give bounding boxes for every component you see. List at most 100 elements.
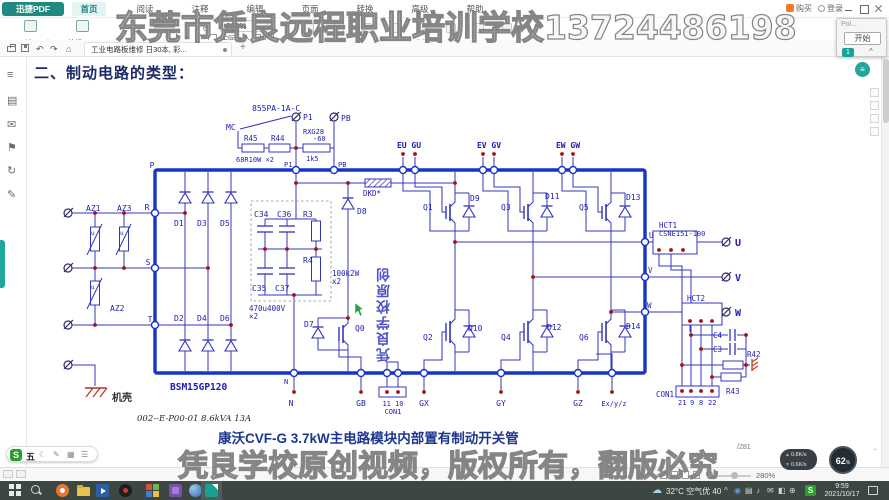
clock[interactable]: 9:59 2021/10/17 [822, 483, 862, 499]
weather-cloud-icon[interactable]: ☁ [652, 485, 662, 496]
ime-board-icon[interactable]: ▦ [67, 450, 75, 459]
taskbar-app-player[interactable] [119, 484, 132, 497]
date-label: 2021/10/17 [824, 491, 860, 498]
taskbar-app-globe[interactable] [189, 484, 202, 497]
tray-expand-icon[interactable]: ^ [724, 486, 728, 495]
snapshot-icon [390, 23, 400, 33]
account-area: 购买 登录 [786, 3, 843, 14]
tab-modified-dot-icon[interactable] [223, 48, 227, 52]
menu-tab-page[interactable]: 页面 [301, 4, 319, 14]
feedback-float-button[interactable]: ≡ [855, 62, 870, 77]
buy-link[interactable]: 购买 [796, 4, 812, 13]
zoom-out-icon[interactable]: ⊖ [202, 22, 212, 34]
view-facing-icon[interactable] [682, 471, 689, 479]
edit-pdf-icon [75, 20, 89, 32]
menu-tab-help[interactable]: 帮助 [466, 4, 484, 14]
menu-tab-convert[interactable]: 转换 [356, 4, 374, 14]
tray-icon-4[interactable]: ✉ [767, 486, 774, 495]
taskbar-app-video[interactable] [96, 484, 109, 497]
vertical-scrollbar[interactable] [881, 57, 889, 467]
side-mini-icon-2[interactable] [870, 101, 879, 110]
window-controls [843, 4, 887, 14]
tray-icon-1[interactable]: ◉ [734, 486, 741, 495]
document-page[interactable] [28, 57, 881, 467]
upload-speed: 0.8K/s [785, 450, 817, 460]
ime-pen-icon[interactable]: ✎ [53, 450, 60, 459]
close-icon[interactable] [873, 4, 885, 14]
view-continuous-icon[interactable] [671, 471, 678, 479]
taskbar-app-pdf-editor[interactable] [205, 484, 218, 497]
fit-actual-label[interactable]: 实际大小 [221, 34, 249, 44]
widget-collapse-icon[interactable]: ^ [869, 47, 873, 56]
bookmark-icon[interactable]: ⚑ [7, 142, 17, 154]
find-icon [502, 23, 512, 33]
tray-icon-2[interactable]: ▤ [745, 486, 753, 495]
tray-icon-5[interactable]: ◧ [778, 486, 786, 495]
comments-icon[interactable]: ✉ [7, 119, 17, 131]
taskbar-search-icon[interactable] [30, 484, 43, 497]
taskbar-app-browser360[interactable] [56, 484, 69, 497]
memory-float-ball[interactable]: 62% [829, 446, 857, 474]
buy-icon [786, 4, 794, 12]
login-link[interactable]: 登录 [827, 4, 843, 13]
menu-tab-annotate[interactable]: 注释 [191, 4, 209, 14]
view-book-icon[interactable] [693, 471, 700, 479]
minimize-icon[interactable] [843, 4, 855, 14]
app-logo[interactable]: 迅捷PDF [2, 2, 64, 16]
weather-info[interactable]: 32°C 空气优 40 [666, 487, 722, 496]
side-mini-icon-3[interactable] [870, 114, 879, 123]
menu-tab-edit[interactable]: 编辑 [246, 4, 264, 14]
history-icon[interactable]: ↻ [7, 165, 17, 177]
tray-sogou-icon[interactable]: S [805, 485, 816, 496]
side-mini-icon-1[interactable] [870, 88, 879, 97]
menu-tab-home[interactable]: 首页 [72, 2, 106, 16]
taskbar: ☁ 32°C 空气优 40 ^ ◉ ▤ ♪ ✉ ◧ ⊕ S 9:59 2021/… [0, 481, 889, 500]
taskbar-app-photos[interactable] [146, 484, 159, 497]
read-aloud-icon [446, 23, 456, 33]
statusbar-zoom-value: 280% [756, 471, 776, 480]
taskbar-app-explorer[interactable] [77, 484, 90, 497]
document-tab-label: 工业电路板维修 日30本, 彩... [91, 45, 187, 54]
ime-mode-label[interactable]: 五 [26, 452, 36, 462]
sogou-logo-icon[interactable]: S [10, 449, 22, 461]
tray-icon-3[interactable]: ♪ [756, 486, 760, 495]
taskbar-app-purple[interactable] [169, 484, 182, 497]
panel-handle[interactable] [0, 240, 5, 288]
ocr-icon [418, 23, 428, 33]
scrollbar-thumb[interactable] [883, 59, 889, 123]
undo-icon[interactable]: ↶ [36, 44, 44, 54]
maximize-icon[interactable] [858, 4, 870, 14]
net-speed-bubble[interactable]: 0.8K/s 0.6K/s [780, 449, 817, 470]
tray-icon-6[interactable]: ⊕ [789, 486, 796, 495]
bubble-chevron-icon[interactable]: ˇ [874, 448, 877, 457]
statusbar-zoom-out-icon[interactable]: ⊖ [705, 469, 714, 480]
ime-moon-icon[interactable]: ☾ [39, 450, 47, 459]
login-icon [818, 5, 825, 12]
mini-toggle-left[interactable] [3, 470, 13, 478]
home-icon[interactable]: ⌂ [66, 44, 72, 54]
signature-icon[interactable]: ✎ [7, 189, 17, 201]
ime-menu-icon[interactable]: ☰ [81, 450, 89, 459]
start-button[interactable] [9, 484, 22, 497]
floating-widget[interactable]: Pol... 开始 1 ^ [836, 18, 887, 57]
outline-icon[interactable]: ≡ [7, 69, 14, 81]
menu-tab-read[interactable]: 阅读 [136, 4, 154, 14]
notification-icon[interactable] [868, 486, 878, 495]
thumbnails-icon[interactable]: ▤ [7, 95, 18, 107]
print-icon[interactable] [7, 44, 16, 52]
menu-tab-advanced[interactable]: 高级 [411, 4, 429, 14]
ime-bar[interactable]: S 五 ☾ ✎ ▦ ☰ [6, 446, 98, 462]
zoom-select[interactable]: 280% [220, 20, 268, 32]
start-recording-button[interactable]: 开始 [844, 32, 881, 45]
watermark-stamp: 凭良学校原创 [376, 266, 392, 362]
new-tab-icon[interactable]: + [240, 42, 246, 53]
page-title: 二、制动电路的类型： [34, 65, 195, 82]
view-single-icon[interactable] [660, 471, 667, 479]
download-speed: 0.6K/s [785, 460, 817, 470]
zoom-slider-knob[interactable] [731, 472, 738, 479]
side-mini-icon-4[interactable] [870, 127, 879, 136]
redo-icon[interactable]: ↷ [50, 44, 58, 54]
save-icon[interactable] [21, 44, 29, 52]
document-tab[interactable]: 工业电路板维修 日30本, 彩... [84, 42, 232, 56]
mini-toggle-right[interactable] [16, 470, 26, 478]
